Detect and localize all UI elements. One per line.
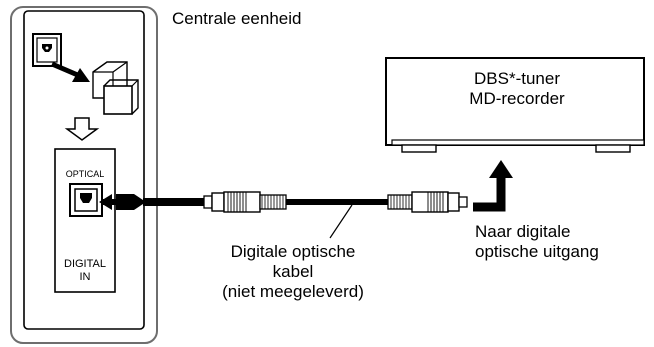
jack-label-in: IN: [80, 271, 91, 283]
remove-cap-arrow-icon: [51, 61, 90, 82]
optical-jack-plate: OPTICAL DIGITAL IN: [54, 148, 116, 293]
protective-cap-icon: [92, 61, 139, 115]
down-arrow-icon: [64, 117, 100, 141]
cable-label-line2: kabel: [273, 262, 314, 281]
jack-label-top: OPTICAL: [66, 169, 105, 179]
output-arrow-icon: [473, 160, 513, 212]
optical-cable: [99, 191, 468, 213]
device-foot-left: [401, 144, 437, 153]
cable-label-line3: (niet meegeleverd): [222, 282, 364, 301]
external-device-box: DBS*-tuner MD-recorder: [385, 57, 645, 153]
device-foot-right: [595, 144, 631, 153]
main-unit-title: Centrale eenheid: [172, 9, 301, 28]
jack-label-digital: DIGITAL: [64, 258, 106, 270]
jack-with-cap-icon: [32, 33, 62, 67]
output-label-line2: optische uitgang: [475, 242, 599, 261]
output-label-line1: Naar digitale: [475, 222, 570, 241]
device-name-line1: DBS*-tuner: [474, 69, 560, 88]
cable-leader-line: [329, 204, 353, 239]
device-name-line2: MD-recorder: [469, 89, 565, 108]
cable-label-line1: Digitale optische: [231, 242, 356, 261]
